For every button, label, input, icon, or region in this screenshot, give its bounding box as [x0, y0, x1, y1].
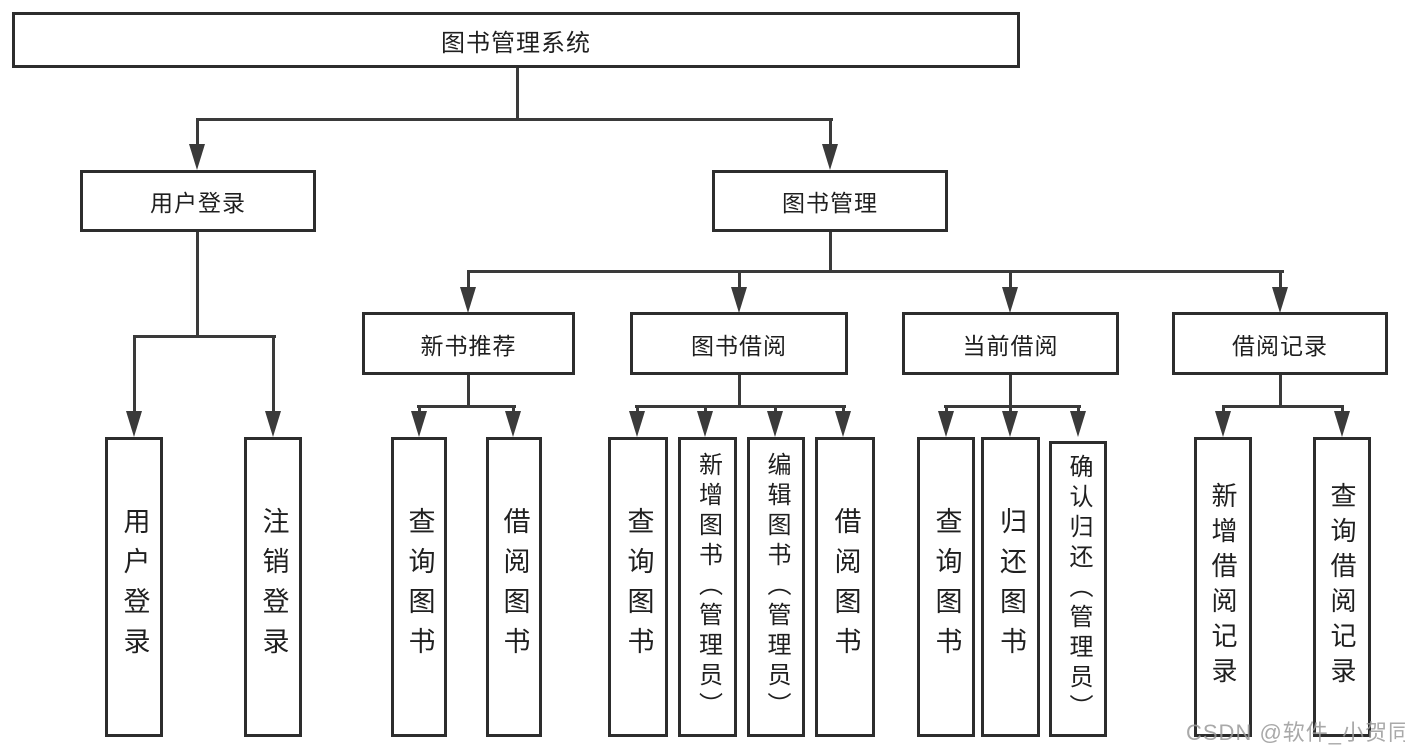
arrow-to-borrowing [731, 287, 747, 313]
connector-drop-current [1009, 270, 1012, 290]
leaf-bw-add-books-admin: 新增图书（管理员） [678, 437, 737, 737]
connector-drop-cur-return [1009, 405, 1012, 413]
arrow-to-nb-borrow [505, 411, 521, 437]
connector-current-stem [1009, 375, 1012, 405]
arrow-to-nb-query [411, 411, 427, 437]
arrow-to-book-management [822, 144, 838, 170]
csdn-watermark: CSDN @软件_小贺同学 [1186, 720, 1405, 745]
arrow-to-cur-return [1002, 411, 1018, 437]
connector-current-rail [944, 405, 1081, 408]
leaf-cur-confirm-return-admin: 确认归还（管理员） [1049, 441, 1107, 737]
leaf-cur-query-books: 查询图书 [917, 437, 975, 737]
leaf-bw-query-books: 查询图书 [608, 437, 668, 737]
connector-drop-bw-add [704, 405, 707, 413]
connector-drop-nb-query [418, 405, 421, 413]
leaf-cur-return-books: 归还图书 [981, 437, 1040, 737]
leaf-nb-borrow-books: 借阅图书 [486, 437, 542, 737]
leaf-logout: 注销登录 [244, 437, 302, 737]
arrow-to-records [1272, 287, 1288, 313]
connector-drop-user-login [196, 118, 199, 150]
connector-drop-cur-confirm [1077, 405, 1080, 413]
connector-drop-nb-borrow [512, 405, 515, 413]
connector-new-books-rail [417, 405, 516, 408]
arrow-to-user-login [189, 144, 205, 170]
connector-drop-rec-query [1341, 405, 1344, 413]
connector-drop-bw-borrow [842, 405, 845, 413]
leaf-nb-query-books: 查询图书 [391, 437, 447, 737]
connector-drop-cur-query [945, 405, 948, 413]
connector-drop-book-management [829, 118, 832, 150]
connector-user-login-stem [196, 232, 199, 335]
connector-root-stem [516, 67, 519, 118]
arrow-to-rec-query [1334, 411, 1350, 437]
arrow-to-logout [265, 411, 281, 437]
connector-drop-new-books [467, 270, 470, 290]
leaf-bw-borrow-books: 借阅图书 [815, 437, 875, 737]
leaf-rec-add-record: 新增借阅记录 [1194, 437, 1252, 737]
connector-drop-bw-edit [774, 405, 777, 413]
node-borrowing-records: 借阅记录 [1172, 312, 1388, 375]
arrow-to-cur-query [938, 411, 954, 437]
node-new-book-recommend: 新书推荐 [362, 312, 575, 375]
connector-book-mgmt-stem [829, 232, 832, 270]
connector-user-login-rail [133, 335, 276, 338]
node-current-borrowing: 当前借阅 [902, 312, 1119, 375]
leaf-rec-query-record: 查询借阅记录 [1313, 437, 1371, 737]
arrow-to-cur-confirm [1070, 411, 1086, 437]
arrow-to-rec-add [1215, 411, 1231, 437]
connector-borrowing-stem [738, 375, 741, 405]
connector-drop-rec-add [1222, 405, 1225, 413]
arrow-to-bw-query [629, 411, 645, 437]
node-book-management: 图书管理 [712, 170, 948, 232]
arrow-to-new-books [460, 287, 476, 313]
connector-drop-bw-query [636, 405, 639, 413]
arrow-to-bw-add [697, 411, 713, 437]
connector-drop-records [1279, 270, 1282, 290]
arrow-to-login [126, 411, 142, 437]
arrow-to-bw-borrow [835, 411, 851, 437]
node-book-borrowing: 图书借阅 [630, 312, 848, 375]
connector-new-books-stem [467, 375, 470, 405]
connector-drop-borrowing [738, 270, 741, 290]
connector-drop-logout [272, 335, 275, 413]
node-user-login: 用户登录 [80, 170, 316, 232]
connector-root-rail [196, 118, 833, 121]
arrow-to-bw-edit [767, 411, 783, 437]
connector-borrowing-rail [635, 405, 846, 408]
connector-book-mgmt-rail [467, 270, 1284, 273]
arrow-to-current [1002, 287, 1018, 313]
leaf-bw-edit-books-admin: 编辑图书（管理员） [747, 437, 805, 737]
leaf-user-login: 用户登录 [105, 437, 163, 737]
connector-records-stem [1279, 375, 1282, 405]
connector-records-rail [1222, 405, 1343, 408]
node-root-library-system: 图书管理系统 [12, 12, 1020, 68]
connector-drop-login [133, 335, 136, 413]
